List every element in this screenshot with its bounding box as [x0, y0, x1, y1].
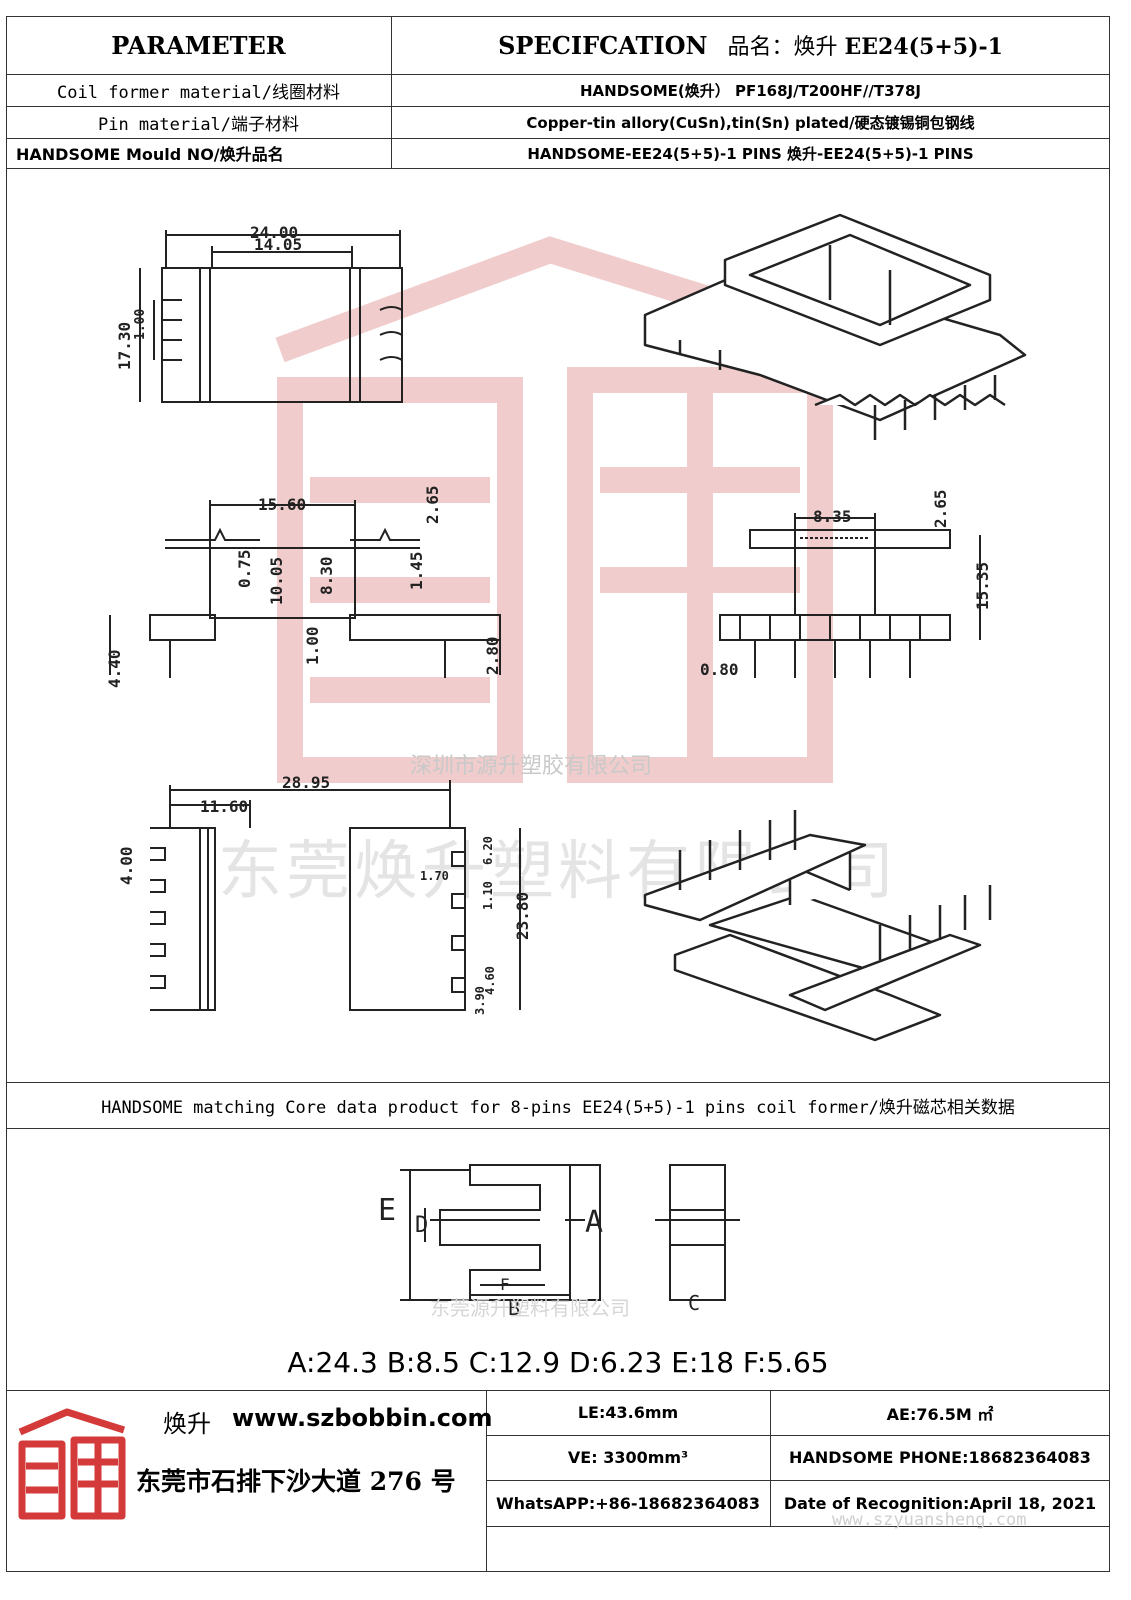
param-label: Coil former material/线圈材料	[57, 82, 340, 103]
svg-text:28.95: 28.95	[282, 773, 330, 792]
watermark-text: 深圳市源升塑胶有限公司	[410, 754, 653, 779]
svg-text:8.30: 8.30	[317, 556, 336, 595]
svg-text:3.90: 3.90	[473, 986, 487, 1015]
core-data-heading: HANDSOME matching Core data product for …	[101, 1097, 1015, 1118]
footer-website[interactable]: www.szbobbin.com	[232, 1404, 493, 1432]
svg-text:0.75: 0.75	[235, 549, 254, 588]
svg-text:14.05: 14.05	[254, 235, 302, 254]
svg-text:2.65: 2.65	[931, 489, 950, 528]
isometric-view-top	[643, 213, 1027, 440]
svg-text:4.00: 4.00	[117, 846, 136, 885]
whatsapp-value: WhatsAPP:+86-18682364083	[495, 1493, 760, 1513]
svg-text:1.00: 1.00	[303, 626, 322, 665]
specification-label: SPECIFCATION	[498, 30, 708, 60]
svg-text:1.70: 1.70	[420, 869, 449, 883]
svg-text:B: B	[508, 1296, 520, 1320]
divider	[770, 1390, 771, 1526]
divider	[6, 106, 1110, 107]
svg-text:24.00: 24.00	[250, 223, 298, 242]
spec-sheet-frame	[6, 16, 1110, 1572]
svg-text:0.80: 0.80	[700, 660, 739, 679]
divider	[486, 1435, 1110, 1436]
le-value: LE:43.6mm	[577, 1403, 679, 1422]
divider	[6, 74, 1110, 75]
core-drawing: E D A B C F	[378, 1164, 740, 1320]
bottom-view-drawing: 28.95 11.60 4.00 6.20 1.70 1.10 23.80 3.…	[117, 773, 532, 1015]
svg-text:2.80: 2.80	[483, 636, 502, 675]
svg-text:4.40: 4.40	[105, 649, 124, 688]
side-view-drawing: 8.35 2.65 15.35 0.80	[700, 489, 992, 679]
company-logo	[18, 1408, 126, 1520]
recognition-date: Date of Recognition:April 18, 2021	[783, 1493, 1097, 1513]
param-value: HANDSOME-EE24(5+5)-1 PINS 焕升-EE24(5+5)-1…	[527, 144, 974, 163]
divider	[391, 16, 392, 168]
specification-heading: SPECIFCATION 品名：焕升 EE24(5+5)-1	[391, 16, 1110, 74]
svg-text:10.05: 10.05	[267, 557, 286, 605]
divider	[6, 1390, 1110, 1391]
footer-url-watermark: www.szyuansheng.com	[832, 1510, 1027, 1530]
ve-value: VE: 3300mm³	[567, 1448, 689, 1467]
svg-text:A: A	[585, 1205, 603, 1240]
ae-value: AE:76.5M ㎡	[886, 1404, 994, 1424]
divider	[486, 1480, 1110, 1481]
divider	[486, 1390, 487, 1572]
product-model: EE24(5+5)-1	[844, 34, 1003, 60]
svg-text:1.00: 1.00	[133, 309, 148, 340]
param-value: Copper-tin allory(CuSn),tin(Sn) plated/硬…	[526, 113, 975, 132]
divider	[6, 1082, 1110, 1083]
core-values: A:24.3 B:8.5 C:12.9 D:6.23 E:18 F:5.65	[287, 1345, 829, 1379]
svg-text:6.20: 6.20	[481, 836, 495, 865]
footer-brand: 焕升	[163, 1410, 211, 1438]
svg-text:11.60: 11.60	[200, 797, 248, 816]
param-value: HANDSOME(焕升） PF168J/T200HF//T378J	[579, 81, 921, 100]
isometric-view-bottom	[643, 810, 992, 1042]
param-label: Pin material/端子材料	[97, 114, 300, 135]
svg-text:2.65: 2.65	[423, 485, 442, 524]
svg-text:1.10: 1.10	[481, 881, 495, 910]
footer-address: 东莞市石排下沙大道 276 号	[136, 1467, 456, 1496]
param-label: HANDSOME Mould NO/焕升品名	[16, 145, 284, 164]
svg-text:15.60: 15.60	[258, 495, 306, 514]
divider	[6, 168, 1110, 169]
divider	[6, 138, 1110, 139]
svg-text:E: E	[378, 1193, 396, 1228]
phone-value: HANDSOME PHONE:18682364083	[789, 1448, 1091, 1467]
top-view-drawing: 24.00 14.05 17.30 1.00	[115, 223, 403, 403]
divider	[486, 1526, 1110, 1527]
svg-text:15.35: 15.35	[973, 562, 992, 610]
parameter-heading: PARAMETER	[111, 30, 286, 60]
svg-text:23.80: 23.80	[513, 892, 532, 940]
svg-text:4.60: 4.60	[483, 966, 497, 995]
watermark-text: 东莞源升塑料有限公司	[430, 1296, 630, 1320]
svg-text:17.30: 17.30	[115, 322, 134, 370]
svg-text:D: D	[415, 1213, 428, 1238]
svg-text:1.45: 1.45	[407, 551, 426, 590]
svg-text:8.35: 8.35	[813, 507, 852, 526]
svg-text:C: C	[688, 1291, 700, 1315]
divider	[6, 1128, 1110, 1129]
front-view-drawing: 15.60 2.65 0.75 10.05 8.30 1.45 1.00 4.4…	[105, 485, 502, 688]
product-name-label: 品名：焕升	[727, 35, 838, 60]
svg-text:F: F	[500, 1275, 510, 1294]
